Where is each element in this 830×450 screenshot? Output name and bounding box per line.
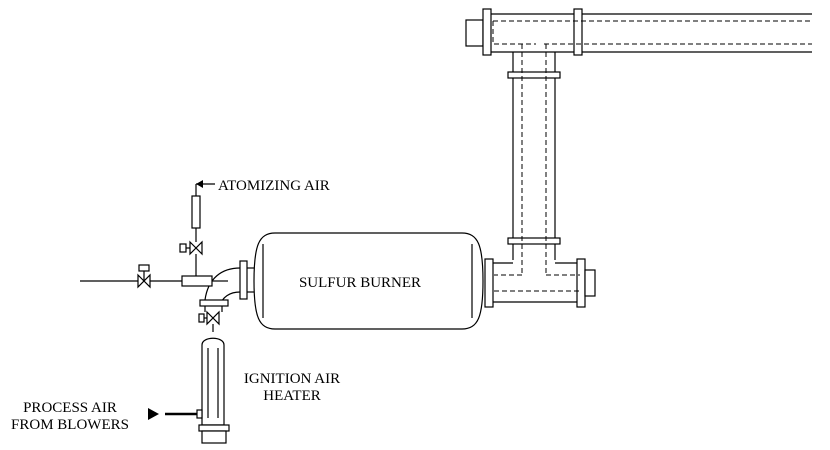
atomizing-air-line: [179, 180, 215, 276]
burner-inlet-elbow: [199, 267, 241, 312]
upper-horizontal-duct: [465, 8, 812, 56]
vertical-duct: [507, 44, 561, 275]
process-air-label-line1: PROCESS AIR: [23, 400, 117, 416]
sulfur-burner-label: SULFUR BURNER: [299, 275, 421, 291]
ignition-air-heater: [148, 310, 230, 444]
process-air-label-line2: FROM BLOWERS: [11, 417, 129, 433]
atomizing-air-label: ATOMIZING AIR: [218, 178, 330, 194]
ignition-air-heater-label-line1: IGNITION AIR: [244, 371, 340, 387]
sulfur-burner-vessel: [239, 232, 484, 330]
feed-line: [80, 264, 228, 289]
ignition-air-heater-label-line2: HEATER: [263, 388, 321, 404]
lower-horizontal-duct: [484, 258, 596, 308]
upper-tee: [507, 52, 561, 79]
